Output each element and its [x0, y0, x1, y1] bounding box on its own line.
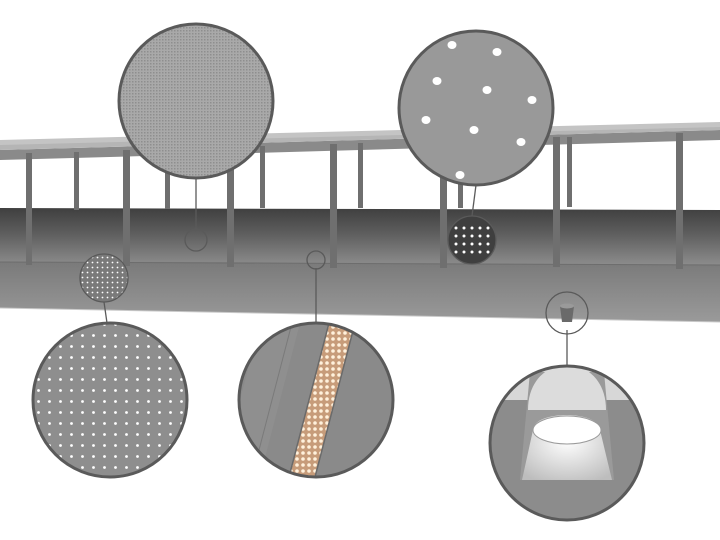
- fine-mesh-icon: [117, 22, 275, 180]
- led-strip-icon: [237, 321, 395, 479]
- target-ring-led: [306, 250, 326, 270]
- target-ring-dot-grid: [79, 253, 129, 303]
- target-ring-mesh: [184, 228, 208, 252]
- sparse-dots-icon: [397, 29, 555, 187]
- leader-lines: [103, 178, 568, 366]
- target-ring-sparse: [447, 215, 497, 265]
- cylinder-fixture-icon: [488, 364, 646, 522]
- dot-grid-icon: [31, 321, 189, 479]
- target-ring-fixture: [545, 291, 589, 335]
